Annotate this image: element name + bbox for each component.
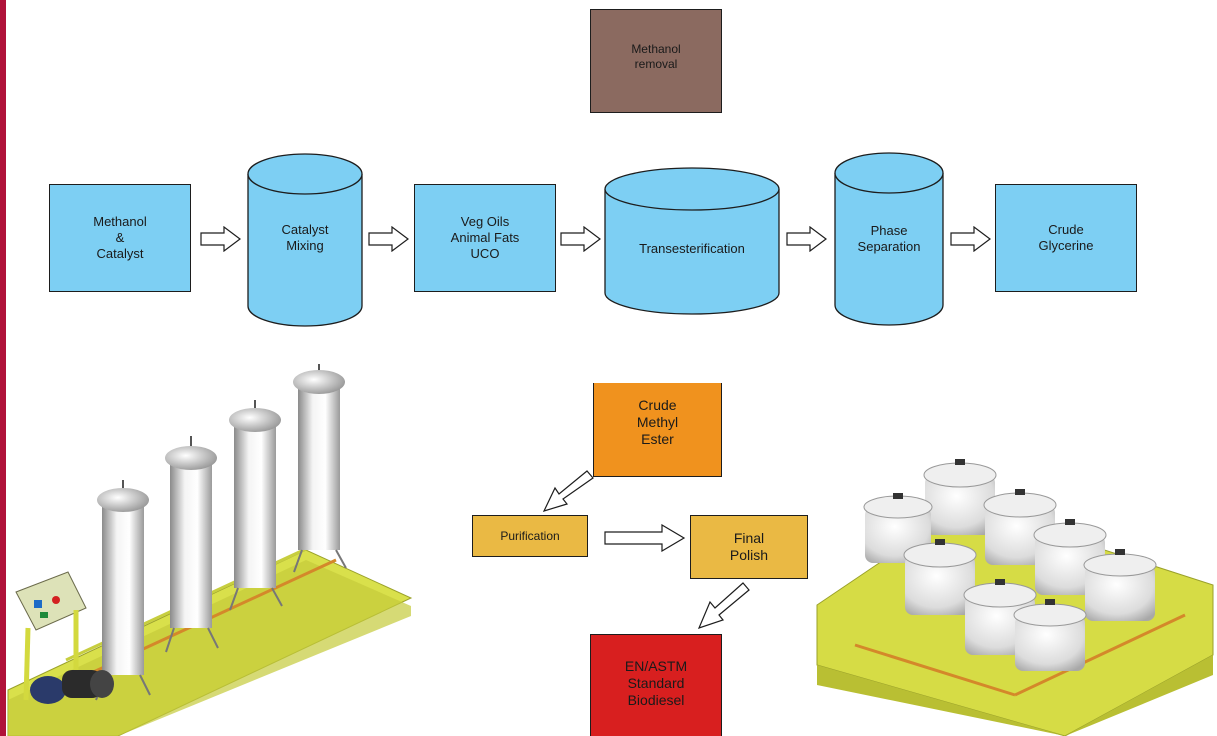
filter-housing-skid-image (816, 459, 1214, 736)
reactor-column (95, 480, 151, 701)
methanol-catalyst-box: Methanol & Catalyst (49, 184, 191, 292)
arrow-right-icon (200, 226, 241, 252)
transesterification-label: Transesterification (639, 241, 745, 256)
final-polish-label: Final Polish (729, 529, 769, 563)
reactor-column (165, 436, 219, 653)
arrow-down-left-icon (697, 582, 750, 629)
reactor-column (293, 364, 347, 573)
veg-oils-box: Veg Oils Animal Fats UCO (414, 184, 556, 292)
filter-housing (923, 462, 997, 535)
methanol-catalyst-label: Methanol & Catalyst (93, 214, 147, 261)
reactor-column-skid-image (7, 364, 413, 736)
final-polish-box: Final Polish (690, 515, 808, 579)
crude-glycerine-box: Crude Glycerine (995, 184, 1137, 292)
filter-housing (903, 542, 977, 615)
arrow-right-icon (950, 226, 991, 252)
standard-biodiesel-box: EN/ASTM Standard Biodiesel (590, 634, 722, 736)
accent-bar (0, 0, 6, 736)
filter-housing (1013, 603, 1087, 671)
catalyst-mixing-tank: Catalyst Mixing (247, 152, 363, 328)
arrow-right-icon (368, 226, 409, 252)
filter-housing (1083, 553, 1157, 621)
phase-separation-tank: Phase Separation (834, 151, 944, 327)
methanol-removal-box: Methanol removal (590, 9, 722, 113)
veg-oils-label: Veg Oils Animal Fats UCO (450, 214, 520, 261)
purification-box: Purification (472, 515, 588, 557)
arrow-right-icon (786, 226, 827, 252)
crude-glycerine-label: Crude Glycerine (1038, 222, 1094, 253)
transesterification-tank: Transesterification (604, 167, 780, 315)
control-panel (15, 571, 87, 701)
arrow-right-icon (604, 524, 686, 552)
reactor-column (229, 400, 283, 611)
standard-biodiesel-label: EN/ASTM Standard Biodiesel (624, 657, 688, 709)
catalyst-mixing-label: Catalyst Mixing (281, 222, 329, 253)
phase-separation-label: Phase Separation (857, 223, 921, 254)
arrow-down-left-icon (542, 470, 594, 512)
methanol-removal-label: Methanol removal (631, 42, 681, 71)
crude-methyl-ester-box: Crude Methyl Ester (593, 383, 722, 477)
pump-motor (30, 670, 114, 704)
arrow-right-icon (560, 226, 601, 252)
purification-label: Purification (500, 528, 560, 543)
crude-methyl-ester-label: Crude Methyl Ester (636, 396, 679, 448)
